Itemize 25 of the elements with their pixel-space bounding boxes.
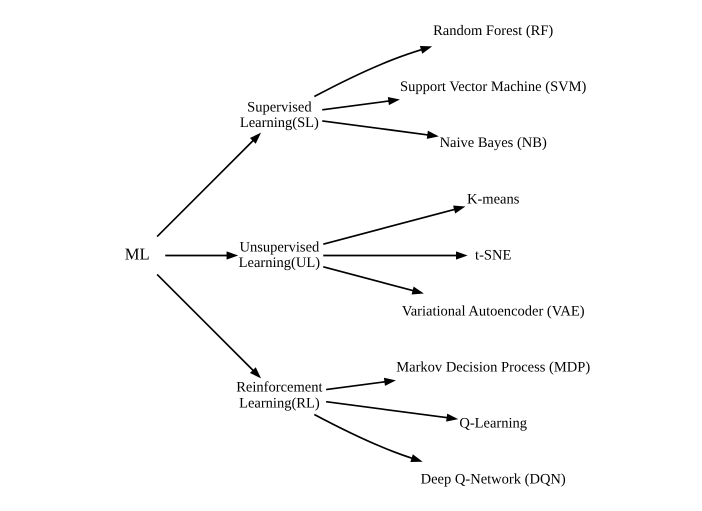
node-text: ML <box>124 244 150 264</box>
arrow <box>156 132 262 238</box>
node-text: Unsupervised Learning(UL) <box>238 240 320 272</box>
node-text: Deep Q-Network (DQN) <box>420 472 566 488</box>
arrow <box>322 120 439 139</box>
node-text: Supervised Learning(SL) <box>240 99 319 131</box>
node-text: K-means <box>467 191 520 208</box>
node-text: Reinforcement Learning(RL) <box>236 380 323 412</box>
arrow <box>323 251 468 260</box>
arrow <box>156 274 262 378</box>
arrow <box>322 97 400 111</box>
node-text: Markov Decision Process (MDP) <box>396 359 590 376</box>
arrow <box>326 378 396 390</box>
node-text: Variational Autoencoder (VAE) <box>402 303 585 320</box>
arrow <box>323 266 424 294</box>
arrow <box>314 414 423 462</box>
arrow <box>165 251 238 260</box>
arrow <box>314 46 432 98</box>
node-text: Q-Learning <box>459 415 528 432</box>
arrow <box>326 400 458 422</box>
node-text: Random Forest (RF) <box>433 23 554 40</box>
node-text: t-SNE <box>475 247 512 264</box>
node-text: Support Vector Machine (SVM) <box>400 79 586 96</box>
arrow <box>323 206 466 245</box>
node-text: Naive Bayes (NB) <box>440 135 547 152</box>
